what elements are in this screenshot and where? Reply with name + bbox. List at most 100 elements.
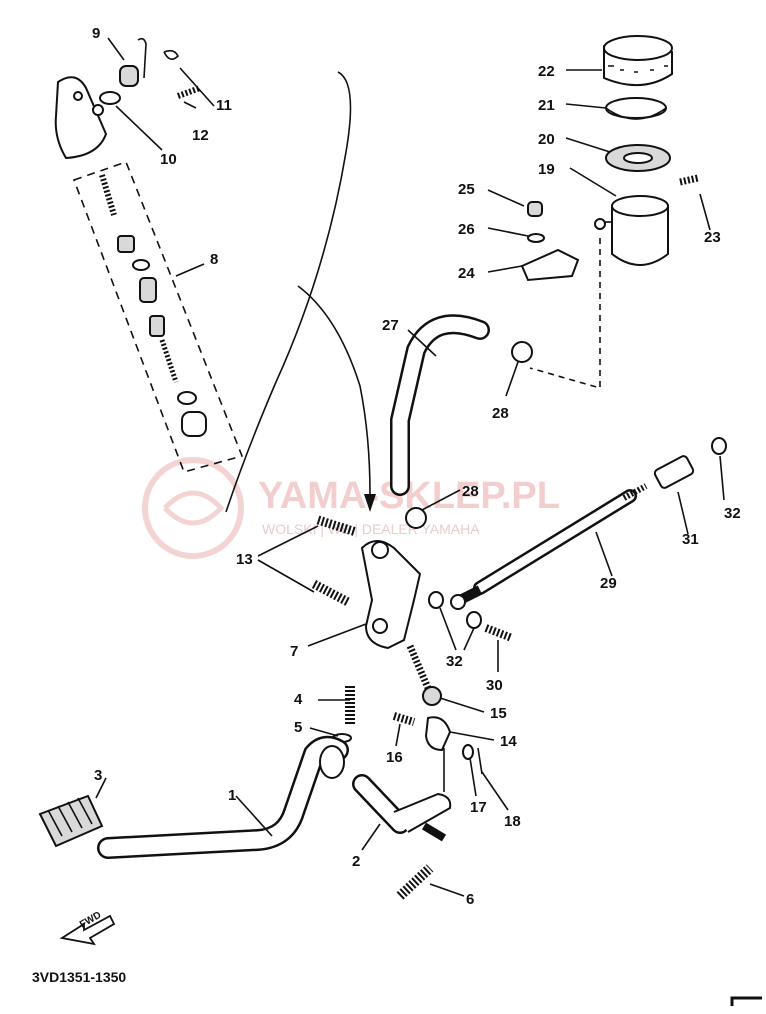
bracket-hole	[73, 91, 83, 101]
shaft-pin	[421, 822, 447, 842]
leader-10	[115, 105, 163, 151]
part-23-screw	[679, 174, 699, 186]
leader-25	[487, 189, 525, 207]
cylinder-mount-upper	[371, 541, 389, 559]
leader-28-upper	[505, 361, 519, 397]
callout-27: 27	[382, 317, 399, 334]
callout-18: 18	[504, 813, 521, 830]
part-28-clamp-lower	[405, 507, 427, 529]
reservoir-tab-hole	[594, 218, 606, 230]
callout-17: 17	[470, 799, 487, 816]
top-left-bracket	[54, 37, 202, 160]
part-8-repair-kit	[72, 160, 244, 473]
part-32-washer-b	[466, 611, 482, 629]
circlip	[177, 391, 197, 405]
leader-17	[469, 757, 477, 797]
leader-7	[307, 623, 367, 647]
watermark-subtext: WOLSKI | WE | DEALER YAMAHA	[262, 521, 480, 537]
part-12-bolt	[176, 85, 202, 99]
part-6-spring	[396, 864, 434, 900]
leader-27	[407, 329, 437, 357]
part-1-brake-pedal	[97, 735, 349, 859]
shaft-arm	[393, 792, 452, 833]
callout-28a: 28	[492, 405, 509, 422]
leader-lines	[95, 37, 725, 897]
spring	[99, 174, 117, 216]
cup-2	[149, 315, 165, 337]
part-2-shaft	[352, 774, 452, 842]
cup	[117, 235, 135, 253]
callout-10: 10	[160, 151, 177, 168]
leader-19	[569, 167, 617, 197]
corner-mark	[730, 996, 762, 1006]
leader-24	[487, 265, 523, 273]
callout-29: 29	[600, 575, 617, 592]
pedal-boss	[319, 745, 345, 779]
callout-30: 30	[486, 677, 503, 694]
callout-12: 12	[192, 127, 209, 144]
part-9-clevis	[119, 65, 139, 87]
part-32-washer-right	[711, 437, 727, 455]
callout-13: 13	[236, 551, 253, 568]
callout-31: 31	[682, 531, 699, 548]
callout-16: 16	[386, 749, 403, 766]
callout-25: 25	[458, 181, 475, 198]
part-13-bolt-lower	[311, 580, 351, 606]
callout-26: 26	[458, 221, 475, 238]
rod-inner	[475, 491, 635, 593]
leader-18	[481, 771, 509, 811]
leader-1	[235, 795, 273, 837]
callout-5: 5	[294, 719, 302, 736]
callout-24: 24	[458, 265, 475, 282]
callout-6: 6	[466, 891, 474, 908]
leader-13-b	[257, 559, 315, 593]
leader-8	[175, 263, 205, 277]
rod-eye	[450, 594, 466, 610]
callout-9: 9	[92, 25, 100, 42]
reservoir-group	[520, 35, 699, 390]
plate-edge	[605, 107, 667, 120]
callout-7: 7	[290, 643, 298, 660]
leader-31	[677, 491, 689, 535]
push-rod	[159, 339, 179, 383]
part-24-bracket	[520, 248, 580, 282]
leader-11	[179, 67, 215, 107]
fwd-arrow-icon	[59, 914, 116, 946]
part-18-cotter-pin	[477, 747, 483, 775]
callout-21: 21	[538, 97, 555, 114]
leader-28-lower	[421, 489, 461, 511]
leader-9	[107, 37, 125, 61]
leader-14	[449, 731, 495, 741]
washer	[132, 259, 150, 271]
callout-4: 4	[294, 691, 303, 708]
callout-1: 1	[228, 787, 236, 804]
part-11-clip	[163, 49, 179, 60]
leader-23	[699, 193, 711, 231]
callout-20: 20	[538, 131, 555, 148]
bracket-hole-2	[92, 104, 104, 116]
diaphragm-center	[623, 152, 653, 164]
piston	[139, 277, 157, 303]
callout-11: 11	[216, 97, 232, 114]
leader-20	[565, 137, 611, 153]
cylinder-body	[360, 540, 422, 650]
part-29-brake-rod	[428, 437, 727, 642]
part-3-footrest	[38, 794, 104, 848]
watermark: YAMA-SKLEP.PL WOLSKI | WE | DEALER YAMAH…	[142, 457, 560, 559]
pushrod-line	[297, 285, 371, 495]
part-25-bolt	[527, 201, 543, 217]
part-30-bolt	[484, 624, 514, 642]
fwd-arrow: FWD	[59, 910, 116, 946]
callout-15: 15	[490, 705, 507, 722]
part-16-pin	[392, 712, 416, 726]
boot	[181, 411, 207, 437]
watermark-logo	[142, 457, 244, 559]
callout-8: 8	[210, 251, 218, 268]
cap-knurl	[608, 65, 668, 73]
leader-16	[395, 723, 401, 747]
part-15-nut	[422, 686, 442, 706]
shaft-inner	[354, 776, 408, 832]
part-26-washer	[527, 233, 545, 243]
cylinder-rod	[406, 644, 432, 690]
